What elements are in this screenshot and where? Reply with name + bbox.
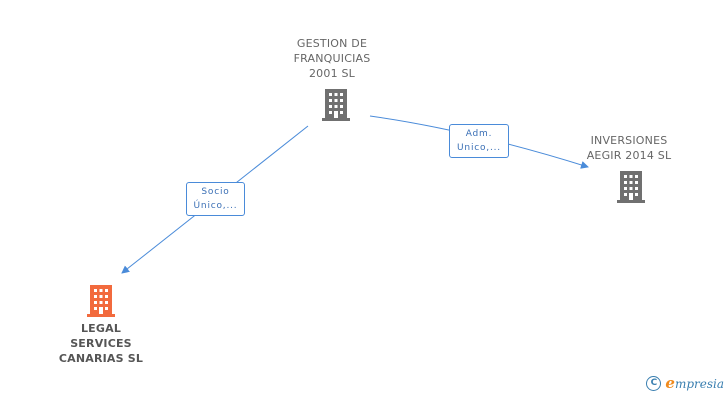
footer-brand: C empresia [646, 374, 724, 392]
copyright-icon: C [646, 375, 662, 391]
building-icon[interactable] [615, 169, 647, 203]
edge-label-line: Socio [201, 187, 230, 197]
node-label-line: SERVICES [70, 337, 132, 350]
edge-label-line: Unico,... [457, 143, 501, 153]
building-icon[interactable] [85, 283, 117, 317]
node-label-line: LEGAL [80, 322, 122, 335]
node-label-line: INVERSIONES [590, 134, 668, 147]
edge-label-line: Único,... [193, 201, 238, 211]
building-icon[interactable] [320, 87, 352, 121]
node-label-legal[interactable]: LEGAL SERVICES CANARIAS SL [46, 321, 156, 366]
edge-label-adm[interactable]: Adm. Unico,... [449, 124, 509, 158]
node-label-inversiones[interactable]: INVERSIONES AEGIR 2014 SL [574, 133, 684, 163]
edge-label-line: Adm. [465, 129, 493, 139]
node-label-gestion[interactable]: GESTION DE FRANQUICIAS 2001 SL [282, 36, 382, 81]
edge-label-socio[interactable]: Socio Único,... [186, 182, 245, 216]
node-label-line: AEGIR 2014 SL [586, 149, 672, 162]
node-label-line: CANARIAS SL [58, 352, 144, 365]
node-label-line: 2001 SL [308, 67, 355, 80]
node-label-line: FRANQUICIAS [293, 52, 371, 65]
node-label-line: GESTION DE [296, 37, 368, 50]
brand-logo: empresia [665, 374, 724, 392]
